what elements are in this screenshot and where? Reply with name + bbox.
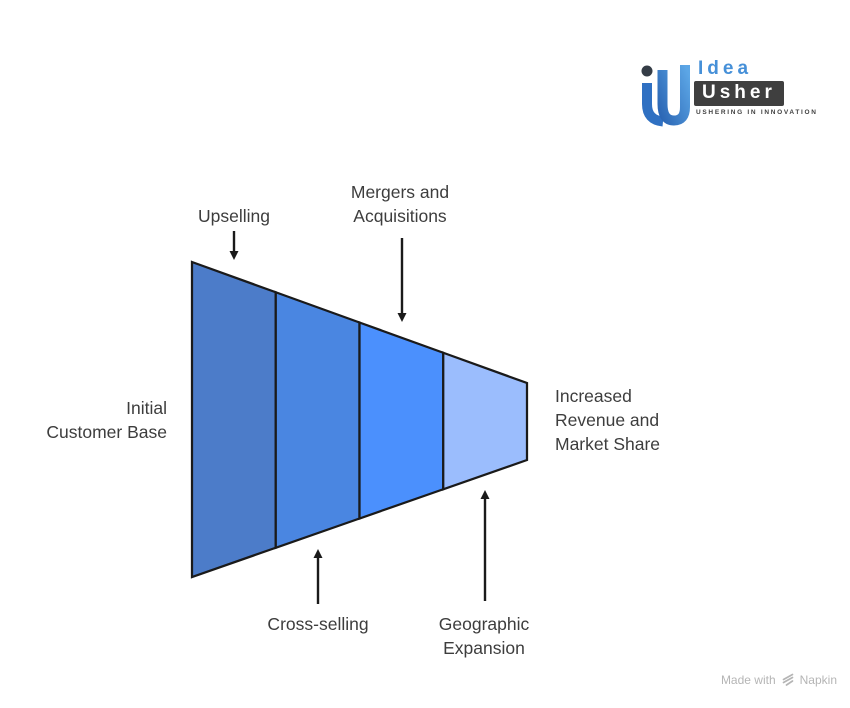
- label-mergers-line-2: Acquisitions: [353, 206, 447, 226]
- label-increased-revenue: Increased Revenue and Market Share: [555, 384, 660, 456]
- label-mergers-acquisitions: Mergers and Acquisitions: [351, 180, 449, 228]
- watermark-brand-text: Napkin: [799, 672, 837, 687]
- label-cross-selling: Cross-selling: [267, 612, 368, 636]
- logo-u-shape: [657, 65, 690, 126]
- label-increased-line-1: Increased: [555, 386, 632, 406]
- logo-i-dot: [641, 65, 653, 77]
- label-increased-line-2: Revenue and: [555, 410, 660, 430]
- logo-usher-badge: Usher: [694, 81, 784, 106]
- logo-usher-text: Usher: [702, 82, 776, 103]
- label-upselling-line: Upselling: [198, 206, 270, 226]
- label-increased-line-3: Market Share: [555, 434, 661, 454]
- logo-i-stem: [642, 83, 664, 127]
- logo-tagline: USHERING IN INNOVATION: [696, 109, 818, 116]
- label-geographic-line-2: Expansion: [443, 638, 525, 658]
- label-geographic-expansion: Geographic Expansion: [439, 612, 529, 660]
- label-geographic-line-1: Geographic: [438, 614, 530, 634]
- watermark-prefix-text: Made with: [720, 672, 776, 687]
- label-initial-line-2: Customer Base: [46, 422, 167, 442]
- label-upselling: Upselling: [198, 204, 270, 228]
- idea-usher-logomark-icon: [641, 65, 690, 127]
- label-mergers-line-1: Mergers and: [350, 182, 450, 202]
- funnel-segment-cross-selling: [274, 290, 361, 550]
- label-initial-customer-base: Initial Customer Base: [46, 396, 167, 444]
- funnel-segment-mergers-acquisitions: [358, 320, 445, 521]
- idea-usher-logo: Idea Usher USHERING IN INNOVATION: [639, 58, 818, 128]
- label-cross-line: Cross-selling: [267, 614, 369, 634]
- logo-text-column: Idea Usher USHERING IN INNOVATION: [694, 58, 818, 116]
- made-with-napkin-watermark: Made with Napkin: [721, 672, 837, 687]
- funnel-segment-upselling: [190, 260, 277, 579]
- logo-idea-text: Idea: [698, 58, 753, 79]
- napkin-icon: [782, 673, 793, 686]
- funnel-segment-geographic-expansion: [442, 351, 529, 491]
- label-initial-line-1: Initial: [126, 398, 167, 418]
